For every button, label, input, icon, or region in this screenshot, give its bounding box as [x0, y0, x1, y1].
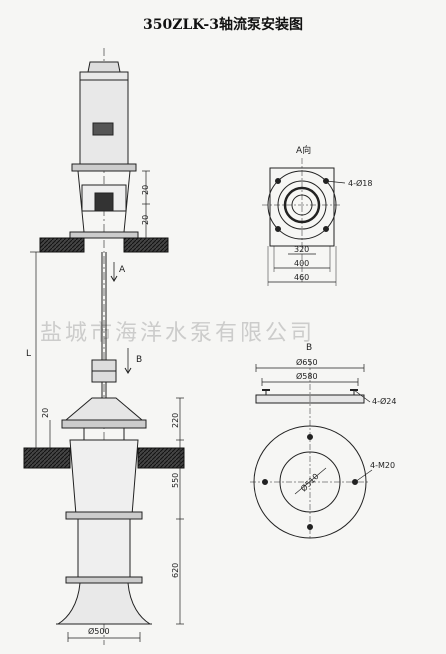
dim-a-width-1: 320 [294, 245, 309, 254]
motor-body [79, 71, 129, 165]
a-view [262, 158, 346, 286]
dim-motor-gap-2: 20 [141, 215, 150, 225]
section-b-label: B [136, 355, 142, 365]
motor-nameplate [92, 122, 114, 136]
dim-lower-gap: 20 [41, 408, 50, 418]
section-a-label: A [119, 265, 126, 275]
dim-motor-gap-1: 20 [141, 185, 150, 195]
dim-bottom-diameter: Ø500 [88, 626, 110, 636]
view-a-direction-label: A向 [296, 144, 311, 156]
dim-a-width-2: 400 [294, 259, 309, 268]
dim-b-outer-diameter: Ø650 [296, 357, 318, 367]
length-l-label: L [26, 349, 31, 359]
drawing-title: 350ZLK-3轴流泵安装图 [143, 17, 303, 33]
dim-bell-height: 620 [171, 563, 180, 578]
dim-a-width-3: 460 [294, 273, 309, 282]
pump-elevation [23, 48, 185, 645]
coupling [94, 192, 114, 212]
company-watermark: 盐城市海洋水泵有限公司 [40, 321, 316, 346]
view-b-label: B [306, 343, 312, 353]
dim-bracket-height: 220 [171, 413, 180, 428]
b-view [250, 360, 373, 540]
dim-b-inner-diameter: Ø580 [296, 371, 318, 381]
dim-pump-height: 550 [171, 473, 180, 488]
dim-a-bolts: 4-Ø18 [348, 178, 372, 188]
dim-b-bolts: 4-Ø24 [372, 396, 396, 406]
dim-b-thread: 4-M20 [370, 461, 395, 470]
